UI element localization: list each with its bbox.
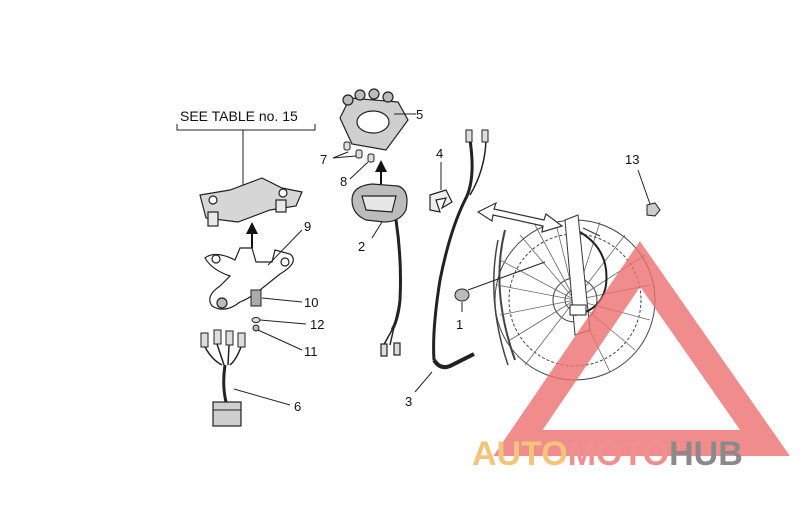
- callout-12: 12: [310, 317, 325, 332]
- part-1-grommet: [454, 261, 546, 312]
- callout-6: 6: [294, 399, 302, 414]
- upper-yoke-reference: [199, 177, 303, 227]
- callout-11: 11: [304, 344, 318, 359]
- part-6-wiring-harness: [200, 329, 246, 427]
- callout-9: 9: [304, 219, 312, 234]
- callout-10: 10: [304, 295, 319, 310]
- callout-3: 3: [405, 394, 413, 409]
- see-table-reference-label: SEE TABLE no. 15: [180, 108, 298, 124]
- watermark-auto: AUTO: [472, 435, 568, 473]
- part-13-nut: [637, 169, 661, 217]
- parts-10-12-11-fasteners: [250, 289, 262, 332]
- watermark-logo-text: AUTOMOTOHUB: [472, 437, 743, 471]
- callout-5: 5: [416, 107, 424, 122]
- reference-double-arrow: [476, 201, 564, 233]
- callout-13: 13: [625, 152, 640, 167]
- part-2-display-unit: [351, 183, 408, 357]
- callout-7: 7: [320, 152, 328, 167]
- callout-2: 2: [358, 239, 366, 254]
- watermark-moto: MOTO: [567, 435, 670, 473]
- part-3-speed-sensor-cable: [432, 129, 489, 370]
- parts-7-8-small-pins: [343, 141, 375, 163]
- part-4-cable-clip: [429, 189, 453, 213]
- part-5-instrument-cover: [339, 88, 409, 151]
- callout-1: 1: [456, 317, 464, 332]
- assembly-arrow-9: [246, 222, 258, 248]
- front-wheel: [493, 214, 656, 381]
- watermark-triangle: [493, 241, 790, 456]
- part-9-mounting-plate: [204, 247, 294, 310]
- watermark-hub: HUB: [669, 435, 743, 473]
- callout-8: 8: [340, 174, 348, 189]
- callout-4: 4: [436, 146, 444, 161]
- see-table-bracket-line: [176, 124, 316, 185]
